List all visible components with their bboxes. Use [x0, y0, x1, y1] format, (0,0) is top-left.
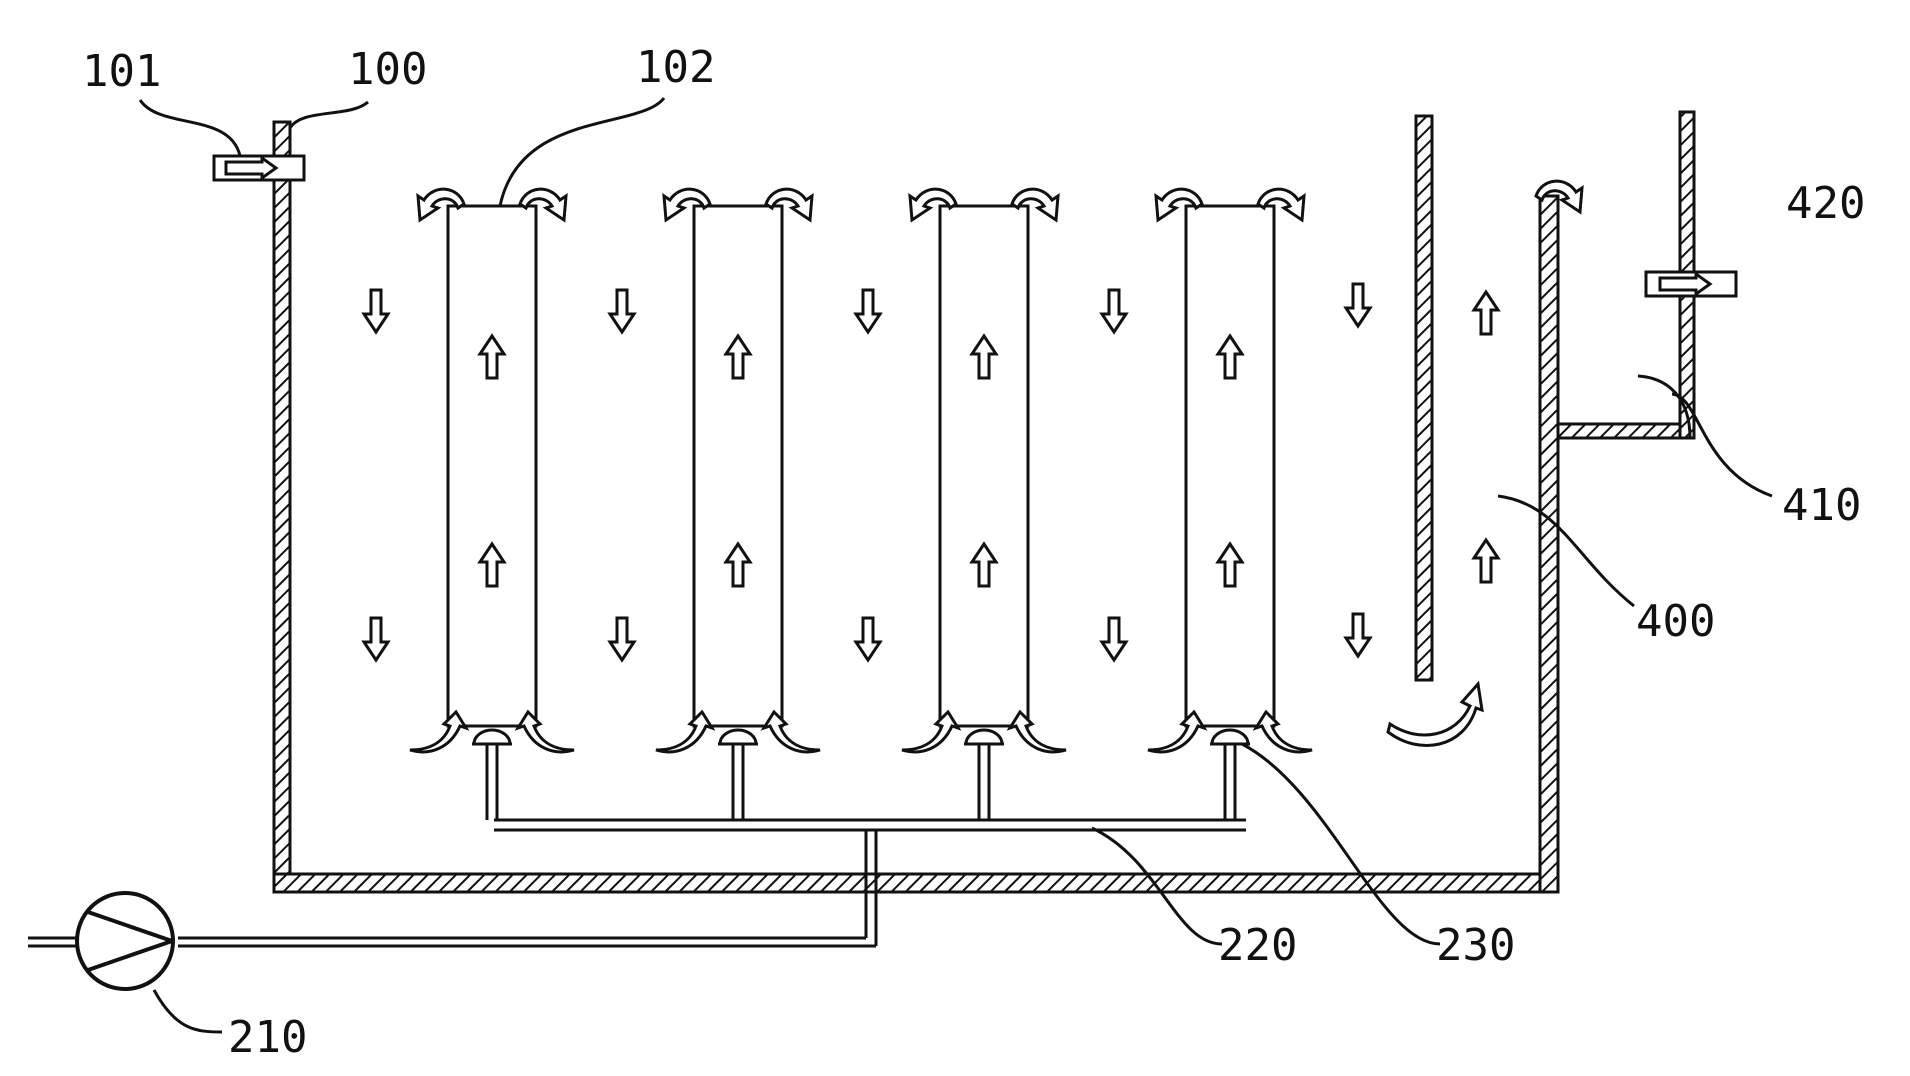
label-220: 220 [1218, 920, 1297, 971]
label-230: 230 [1436, 920, 1515, 971]
sparger-icon [470, 728, 514, 746]
reactor-tubes [446, 204, 1276, 728]
underflow-arrow-icon [1386, 680, 1484, 747]
down-arrow-icon [1100, 616, 1128, 662]
baffle-plate [1414, 114, 1434, 682]
inlet-valve [212, 154, 306, 182]
bottom-right-arrow-icon [1008, 710, 1068, 754]
reactor-tube-2 [692, 204, 784, 728]
label-102: 102 [636, 42, 715, 93]
bottom-right-arrow-icon [762, 710, 822, 754]
up-arrow-icon [1472, 290, 1500, 336]
gas-risers [470, 728, 1252, 820]
up-arrow-icon [1472, 538, 1500, 584]
down-arrow-icon [608, 616, 636, 662]
down-arrow-icon [854, 288, 882, 334]
sparger-icon [716, 728, 760, 746]
down-arrow-icon [362, 288, 390, 334]
leader-lines [138, 97, 1773, 1034]
main-tank [272, 120, 1560, 894]
bottom-left-arrow-icon [1146, 710, 1206, 754]
air-pump [28, 891, 175, 991]
reference-labels: 101 100 102 420 410 400 220 230 210 [82, 42, 1865, 1063]
label-410: 410 [1782, 480, 1861, 531]
reactor-tube-1 [446, 204, 538, 728]
outlet-valve [1644, 270, 1738, 298]
label-210: 210 [228, 1012, 307, 1063]
bottom-left-arrow-icon [408, 710, 468, 754]
down-arrow-icon [854, 616, 882, 662]
label-420: 420 [1786, 178, 1865, 229]
flow-arrows [362, 179, 1584, 754]
label-400: 400 [1636, 596, 1715, 647]
bottom-left-arrow-icon [654, 710, 714, 754]
sparger-icon [962, 728, 1006, 746]
down-arrow-icon [1344, 282, 1372, 328]
down-arrow-icon [1344, 612, 1372, 658]
down-arrow-icon [1100, 288, 1128, 334]
gas-manifold [178, 818, 1246, 948]
down-arrow-icon [362, 616, 390, 662]
bottom-left-arrow-icon [900, 710, 960, 754]
label-101: 101 [82, 46, 161, 97]
sparger-icon [1208, 728, 1252, 746]
label-100: 100 [348, 44, 427, 95]
reactor-tube-4 [1184, 204, 1276, 728]
bottom-right-arrow-icon [516, 710, 576, 754]
reactor-tube-3 [938, 204, 1030, 728]
down-arrow-icon [608, 288, 636, 334]
bottom-right-arrow-icon [1254, 710, 1314, 754]
